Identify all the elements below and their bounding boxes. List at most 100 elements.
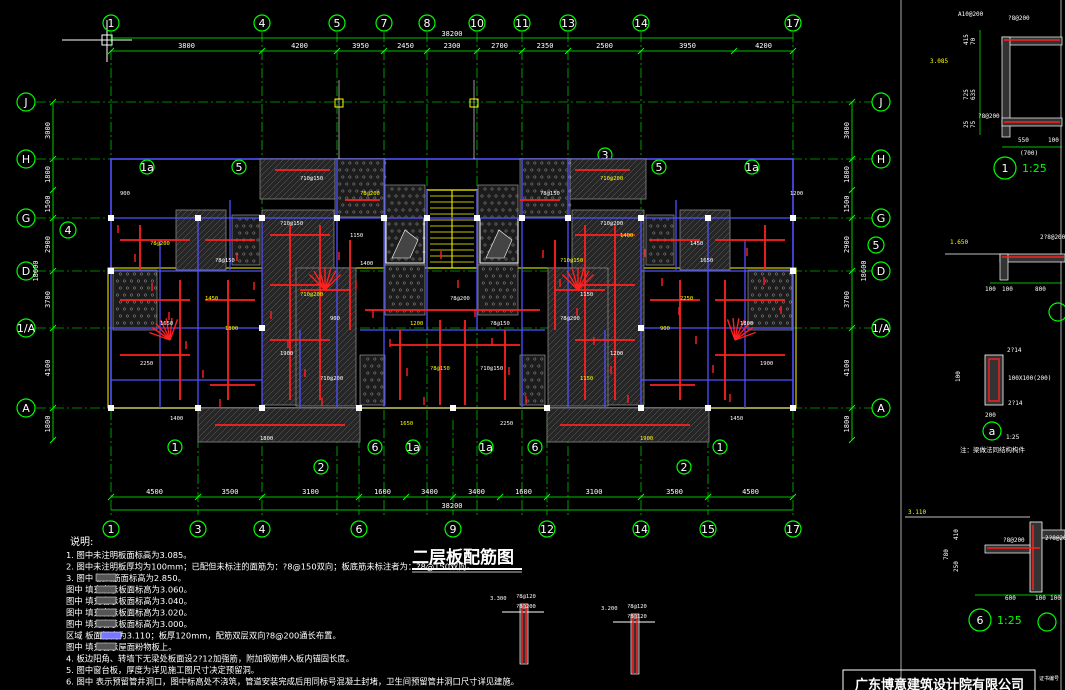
wetarea-4-dot — [537, 182, 541, 186]
detail1-wall — [1001, 36, 1011, 138]
dim-left-tick — [49, 214, 57, 222]
service-top-right-hatch — [633, 186, 647, 200]
note-line: 5. 图中窗台板，厚度为详见施工图尺寸决定预留洞。 — [66, 665, 259, 675]
dim-bottom-tick — [449, 493, 457, 501]
wetarea-5-dot — [402, 295, 406, 299]
slab-bedroom-right-top-hatch — [679, 219, 731, 271]
dim-right-value: 1800 — [843, 416, 851, 433]
wetarea-10-dot — [649, 252, 653, 256]
column — [108, 215, 114, 221]
wetarea-6-dot — [488, 281, 492, 285]
slab-dining-left-hatch — [295, 333, 357, 395]
slab-dining-right-hatch — [547, 267, 609, 329]
slab-living-right-hatch — [616, 377, 645, 406]
wetarea-1-dot — [373, 210, 377, 214]
dim-left-tick — [49, 186, 57, 194]
wetarea-2-dot — [394, 236, 398, 240]
notes-heading: 说明: — [70, 535, 93, 548]
dim-top-value: 3800 — [178, 42, 195, 50]
wetarea-11-dot — [363, 378, 367, 382]
dim-top-value: 2500 — [596, 42, 613, 50]
wetarea-7-dot — [137, 321, 140, 325]
slab-dining-left — [295, 267, 357, 407]
wetarea-11-dot — [373, 357, 377, 361]
dim-bottom-total: 38200 — [441, 502, 462, 510]
wetarea-9-dot — [245, 231, 249, 235]
wetarea-4-dot — [530, 210, 534, 214]
wetarea-4-dot — [554, 161, 558, 165]
wetarea-6-dot — [512, 274, 516, 278]
wetarea-7-dot — [123, 321, 126, 325]
wetarea-7-dot — [119, 272, 122, 276]
slab-bedroom-right-top-hatch — [679, 213, 731, 265]
slab-living-left-hatch — [261, 209, 323, 271]
wetarea-8-dot — [768, 314, 771, 318]
wetarea-2-dot — [387, 222, 391, 226]
dim-top-tick — [730, 47, 738, 55]
wetarea-7-dot — [126, 286, 129, 290]
slab-dining-right-hatch — [547, 267, 561, 281]
wetarea-6-dot — [502, 281, 506, 285]
wetarea-10-dot — [666, 245, 670, 249]
wetarea-6-dot — [491, 288, 495, 292]
wetarea-8-dot — [765, 321, 768, 325]
column — [450, 405, 456, 411]
bay-fan-left — [324, 268, 332, 291]
service-top-left-hatch — [259, 158, 273, 172]
wetarea-4-dot — [533, 175, 537, 179]
service-top-left-hatch — [259, 158, 297, 196]
slab-dining-right-hatch — [547, 267, 567, 287]
service-top-left-hatch — [261, 158, 303, 200]
dim-bottom-tick — [402, 493, 410, 501]
slab-dining-left-hatch — [295, 339, 357, 401]
general-notes: 说明: 1. 图中未注明板面标高为3.085。2. 图中未注明板厚均为100mm… — [66, 535, 519, 687]
wetarea-12-dot — [526, 371, 530, 375]
dim-right-tick — [848, 324, 856, 332]
wetarea-7-dot — [154, 286, 157, 290]
wetarea-2-dot — [390, 187, 394, 191]
legend-swatch — [95, 573, 117, 582]
axis-bottom-3-label: 3 — [195, 523, 202, 536]
slab-dining-left-hatch — [337, 387, 357, 407]
dim-left-tick — [49, 324, 57, 332]
bay-fan-right-2 — [734, 331, 756, 341]
axis-right-J-label: J — [878, 96, 882, 109]
balcony-right-hatch — [704, 437, 710, 443]
slab-living-right-hatch — [571, 209, 579, 217]
axis-top-1-bubble — [102, 14, 120, 32]
balcony-right-hatch — [674, 407, 710, 443]
detail1-label: ?8@200 — [978, 113, 1000, 120]
wetarea-3-dot — [511, 243, 515, 247]
slab-living-left-hatch — [261, 221, 335, 295]
column — [108, 405, 114, 411]
column — [790, 268, 796, 274]
rebar-label: 1900 — [280, 351, 293, 357]
slab-bedroom-left-top-hatch — [175, 209, 189, 223]
wetarea-2-dot — [397, 201, 401, 205]
wetarea-8-dot — [782, 272, 785, 276]
wetarea-11-dot — [373, 385, 377, 389]
slab-dining-left-hatch — [295, 273, 357, 335]
rebar-label: 1400 — [620, 233, 633, 239]
wetarea-5-dot — [398, 288, 402, 292]
wetarea-1-dot — [355, 175, 359, 179]
wetarea-6-dot — [505, 274, 509, 278]
wetarea-8-dot — [761, 286, 764, 290]
column — [638, 405, 644, 411]
wetarea-11-dot — [380, 371, 384, 375]
wetarea-7-dot — [151, 279, 154, 283]
service-top-right-hatch — [585, 158, 627, 200]
wetarea-12-dot — [533, 399, 537, 403]
wetarea-11 — [359, 354, 386, 406]
rebar-label: 1150 — [580, 292, 593, 298]
bay-fan-right — [566, 270, 579, 291]
slab-living-right-hatch — [571, 209, 633, 271]
detail6-label: ?8@200 — [1003, 537, 1025, 544]
slab-dining-left-hatch — [319, 369, 357, 407]
axis-bottom-17-bubble — [784, 520, 802, 538]
wetarea-8-dot — [768, 272, 771, 276]
wetarea-4-dot — [530, 182, 534, 186]
axis-top-7-bubble — [375, 14, 393, 32]
